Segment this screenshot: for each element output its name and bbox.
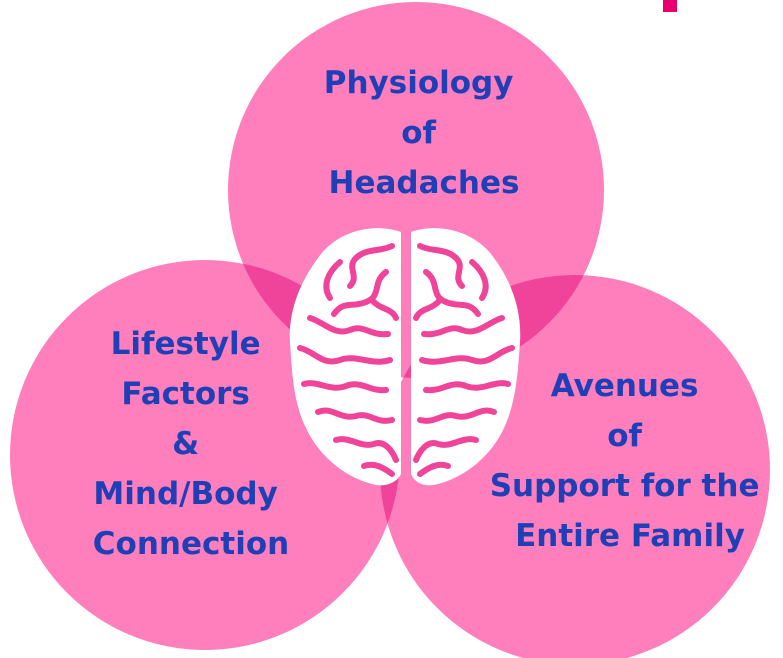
label-lifestyle: Lifestyle Factors & Mind/Body Connection	[93, 326, 289, 562]
brain-icon	[289, 228, 521, 486]
title-fragment	[663, 0, 677, 12]
label-lifestyle-line4: Mind/Body	[93, 476, 277, 512]
label-support-line4: Entire Family	[515, 518, 745, 554]
label-lifestyle-line1: Lifestyle	[111, 326, 261, 362]
label-physiology-line3: Headaches	[329, 165, 520, 201]
label-support: Avenues of Support for the Entire Family	[490, 368, 771, 554]
label-support-line2: of	[607, 418, 642, 454]
label-physiology: Physiology of Headaches	[324, 65, 525, 201]
label-lifestyle-line3: &	[172, 426, 199, 462]
label-support-line1: Avenues	[551, 368, 699, 404]
label-physiology-line2: of	[401, 115, 436, 151]
label-physiology-line1: Physiology	[324, 65, 514, 101]
label-support-line3: Support for the	[490, 468, 760, 504]
label-lifestyle-line5: Connection	[93, 526, 289, 562]
label-lifestyle-line2: Factors	[121, 376, 250, 412]
